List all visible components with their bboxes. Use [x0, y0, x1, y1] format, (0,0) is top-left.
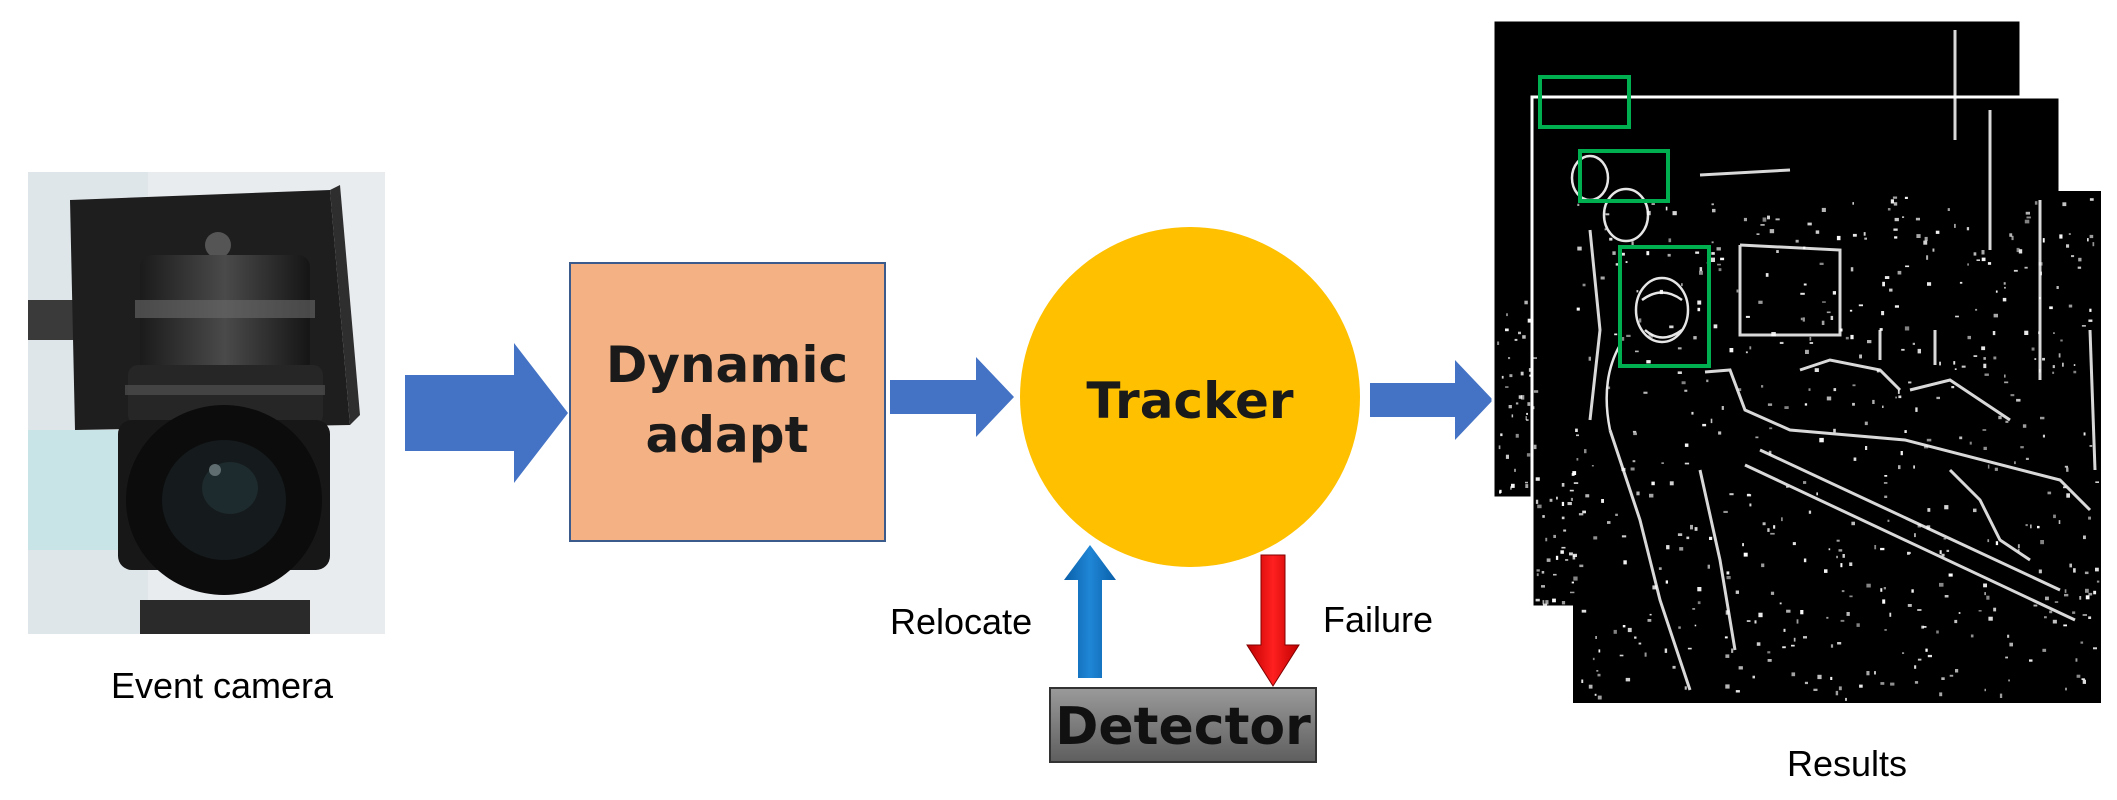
tracking-box-front [1618, 245, 1711, 368]
event-camera-caption: Event camera [111, 665, 334, 706]
tracking-box-back [1538, 75, 1631, 129]
detector-box [1049, 687, 1317, 763]
dynamic-adapt-label-line2: adapt [646, 406, 809, 464]
tracker-label: Tracker [1086, 372, 1293, 430]
event-noise [1497, 196, 2100, 701]
event-camera-photo [28, 172, 385, 634]
flow-arrow-camera-to-adapt [405, 343, 568, 483]
relocate-arrow [1064, 545, 1116, 678]
flow-arrow-tracker-to-results [1370, 360, 1493, 440]
tracker-node [1020, 227, 1360, 567]
failure-caption: Failure [1323, 599, 1433, 640]
results-frame-stack [1491, 18, 2101, 703]
failure-arrow [1246, 554, 1300, 687]
flow-arrow-adapt-to-tracker [890, 357, 1014, 437]
tracking-box-middle [1578, 149, 1670, 203]
dynamic-adapt-label-line1: Dynamic [606, 336, 848, 394]
result-frame-front [1573, 191, 2101, 703]
dynamic-adapt-box [569, 262, 886, 542]
person-face-edges [1570, 154, 1690, 431]
relocate-caption: Relocate [890, 601, 1032, 642]
detector-label: Detector [1055, 697, 1311, 757]
results-caption: Results [1787, 743, 1907, 784]
scene-edges [1588, 30, 2097, 691]
